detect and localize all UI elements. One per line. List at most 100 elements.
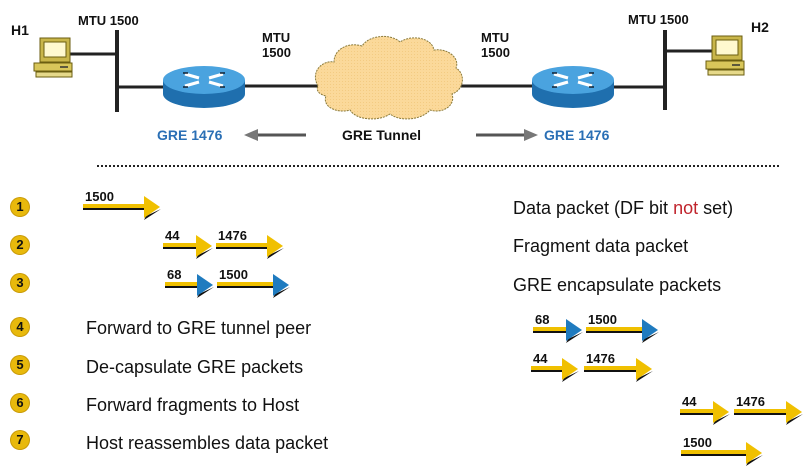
step-3-description: GRE encapsulate packets (513, 275, 722, 295)
packet-shaft-shadow (83, 208, 146, 210)
packet-size-label: 1476 (736, 394, 765, 409)
step-2-description: Fragment data packet (513, 236, 689, 256)
step-7-description: Host reassembles data packet (86, 433, 329, 453)
packet-size-label: 1476 (586, 351, 615, 366)
left-gre-mtu-label: GRE 1476 (157, 127, 223, 143)
step-badge: 7 (11, 431, 29, 449)
packet-shaft-shadow (531, 370, 564, 372)
packet-head-shadow (642, 332, 659, 343)
packet-shaft-shadow (584, 370, 638, 372)
step-1-description: Data packet (DF bit not set) (513, 198, 733, 218)
packet-size-label: 44 (682, 394, 697, 409)
packet-size-label: 1500 (85, 189, 114, 204)
h1-label: H1 (11, 22, 29, 38)
step-badge: 3 (11, 274, 29, 292)
packet-arrow (584, 358, 653, 382)
tunnel-left-arrow-icon (244, 129, 306, 141)
packet-size-label: 1500 (683, 435, 712, 450)
packet-shaft-shadow (216, 247, 269, 249)
packet-size-label: 1500 (588, 312, 617, 327)
packet-shaft-shadow (586, 331, 644, 333)
packet-head-shadow (562, 371, 579, 382)
h1-computer-icon (33, 37, 73, 78)
packet-head (267, 235, 283, 257)
left-link-mtu-label: MTU 1500 (262, 30, 291, 60)
packet-shaft (586, 327, 644, 331)
packet-size-label: 44 (533, 351, 548, 366)
mtu-word: MTU (481, 30, 510, 45)
packet-shaft (531, 366, 564, 370)
packet-head (197, 274, 213, 296)
packet-arrow (83, 196, 161, 220)
step-badge: 2 (11, 236, 29, 254)
right-router-icon (532, 66, 614, 108)
packet-head (642, 319, 658, 341)
text-part: set) (698, 198, 734, 218)
packet-size-label: 44 (165, 228, 180, 243)
packet-shaft (217, 282, 275, 286)
packet-head-shadow (786, 414, 803, 425)
packet-head (196, 235, 212, 257)
packet-head (273, 274, 289, 296)
packet-head-shadow (566, 332, 583, 343)
packet-head (562, 358, 578, 380)
packet-size-label: 1476 (218, 228, 247, 243)
step-badge: 4 (11, 318, 29, 336)
packet-head-shadow (144, 209, 161, 220)
packet-head (713, 401, 729, 423)
packet-head-shadow (273, 287, 290, 298)
packet-shaft (216, 243, 269, 247)
h2-computer-icon (705, 35, 745, 76)
packet-shaft-shadow (533, 331, 568, 333)
packet-head-shadow (636, 371, 653, 382)
right-lan-segment (612, 30, 712, 110)
packet-head-shadow (196, 248, 213, 259)
packet-head (636, 358, 652, 380)
packet-arrow (216, 235, 284, 259)
tunnel-right-arrow-icon (476, 129, 538, 141)
packet-head-shadow (713, 414, 730, 425)
cloud-icon (314, 36, 463, 120)
packet-shaft (165, 282, 199, 286)
packet-head (566, 319, 582, 341)
packet-arrows (83, 196, 803, 466)
left-lan-mtu-label: MTU 1500 (78, 13, 139, 28)
packet-arrow (531, 358, 579, 382)
packet-shaft (163, 243, 198, 247)
packet-size-label: 68 (535, 312, 550, 327)
packet-head-shadow (746, 455, 763, 466)
packet-shaft (533, 327, 568, 331)
h2-label: H2 (751, 19, 769, 35)
packet-arrow (586, 319, 659, 343)
right-lan-mtu-label: MTU 1500 (628, 12, 689, 27)
mtu-value: 1500 (262, 45, 291, 60)
packet-shaft-shadow (681, 454, 748, 456)
highlight-not: not (673, 198, 699, 218)
left-lan-segment (66, 30, 165, 112)
step-badge: 6 (11, 394, 29, 412)
step-badge: 1 (11, 198, 29, 216)
packet-shaft-shadow (734, 413, 788, 415)
packet-shaft (734, 409, 788, 413)
packet-head (786, 401, 802, 423)
packet-head (746, 442, 762, 464)
step-6-description: Forward fragments to Host (86, 395, 300, 415)
mtu-word: MTU (262, 30, 291, 45)
right-gre-mtu-label: GRE 1476 (544, 127, 610, 143)
packet-shaft-shadow (165, 286, 199, 288)
left-router-icon (163, 66, 245, 108)
packet-arrow (681, 442, 763, 466)
packet-shaft (584, 366, 638, 370)
packet-arrow (163, 235, 213, 259)
packet-size-label: 68 (167, 267, 182, 282)
packet-arrow (217, 274, 290, 298)
text-part: Data packet (DF bit (513, 198, 674, 218)
packet-arrow (165, 274, 214, 298)
step-4-description: Forward to GRE tunnel peer (86, 318, 312, 338)
packet-shaft-shadow (680, 413, 715, 415)
packet-shaft (681, 450, 748, 454)
packet-shaft-shadow (217, 286, 275, 288)
step-badge: 5 (11, 356, 29, 374)
packet-arrow (680, 401, 730, 425)
